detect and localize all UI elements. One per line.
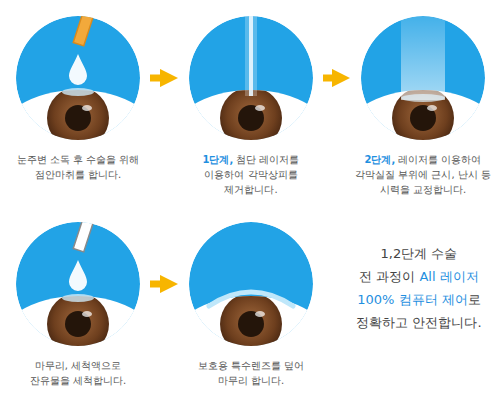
step-panel: 보호용 특수렌즈를 덮어 마무리 합니다. — [176, 222, 326, 388]
step-caption: 보호용 특수렌즈를 덮어 마무리 합니다. — [192, 358, 310, 388]
step-panel: 눈주변 소독 후 수술을 위해 점안마취를 합니다. — [3, 16, 153, 182]
eye-highlight — [82, 311, 92, 317]
step-caption: 마무리, 세척액으로 잔유물을 세척합니다. — [26, 358, 130, 388]
pupil — [410, 105, 436, 131]
dropper-tip — [73, 222, 95, 252]
contact-lens — [209, 292, 293, 306]
eye-group — [189, 16, 313, 140]
drop — [69, 260, 87, 291]
eye-illustration — [16, 16, 140, 140]
laser-beam — [401, 16, 445, 100]
highlight-text: All 레이저 — [419, 269, 478, 284]
highlight-text: 100% 컴퓨터 제어 — [357, 292, 467, 307]
eye-illustration — [189, 222, 313, 346]
dropper-tip — [73, 16, 95, 46]
eye-group — [16, 16, 140, 140]
step-arrow — [323, 75, 341, 82]
pupil — [238, 311, 264, 337]
note-line: 1,2단계 수술 — [338, 242, 500, 265]
step-number: 1단계, — [203, 154, 234, 165]
laser-spot — [401, 94, 445, 102]
step-panel: 1단계,첨단 레이저를 이용하여 각막상피를 제거합니다. — [176, 16, 326, 197]
eye-highlight — [427, 105, 437, 111]
note-text: 1,2단계 수술 — [381, 246, 458, 261]
step-panel: 마무리, 세척액으로 잔유물을 세척합니다. — [3, 222, 153, 388]
pupil — [65, 105, 91, 131]
laser-glow — [245, 16, 257, 96]
eye-group — [361, 16, 485, 140]
drop — [69, 54, 87, 85]
iris — [220, 293, 282, 346]
step-text: 눈주변 소독 후 수술을 위해 점안마취를 합니다. — [17, 154, 140, 180]
eye-highlight — [82, 105, 92, 111]
note-line: 100% 컴퓨터 제어로 — [338, 288, 500, 311]
note-text: 정확하고 안전합니다. — [356, 315, 481, 330]
pupil — [238, 105, 264, 131]
step-number: 2단계, — [365, 154, 396, 165]
pupil — [65, 311, 91, 337]
eye-highlight — [255, 311, 265, 317]
step-panel: 2단계,레이저를 이용하여 각막실질 부위에 근시, 난시 등 시력을 교정합니… — [348, 16, 498, 197]
note-line: 정확하고 안전합니다. — [338, 311, 500, 334]
drop-splash — [62, 88, 94, 96]
eye-illustration — [16, 222, 140, 346]
step-arrow — [150, 281, 169, 288]
note-block: 1,2단계 수술전 과정이 All 레이저 100% 컴퓨터 제어로정확하고 안전합… — [338, 242, 500, 334]
step-caption: 눈주변 소독 후 수술을 위해 점안마취를 합니다. — [8, 152, 148, 182]
step-caption: 2단계,레이저를 이용하여 각막실질 부위에 근시, 난시 등 시력을 교정합니… — [353, 152, 493, 197]
step-text: 마무리, 세척액으로 잔유물을 세척합니다. — [30, 360, 126, 386]
note-text: 전 과정이 — [359, 269, 415, 284]
eye-group — [189, 222, 313, 346]
eye-highlight — [255, 105, 265, 111]
eye-illustration — [361, 16, 485, 140]
eye-illustration — [189, 16, 313, 140]
step-caption: 1단계,첨단 레이저를 이용하여 각막상피를 제거합니다. — [197, 152, 305, 197]
eye-group — [16, 222, 140, 346]
drop-splash — [62, 294, 94, 302]
note-text: 로 — [468, 292, 481, 307]
iris — [47, 87, 109, 140]
laser-beam — [249, 16, 253, 96]
step-text: 보호용 특수렌즈를 덮어 마무리 합니다. — [198, 360, 304, 386]
step-arrow — [150, 75, 169, 82]
note-line: 전 과정이 All 레이저 — [338, 265, 500, 288]
iris — [47, 293, 109, 346]
